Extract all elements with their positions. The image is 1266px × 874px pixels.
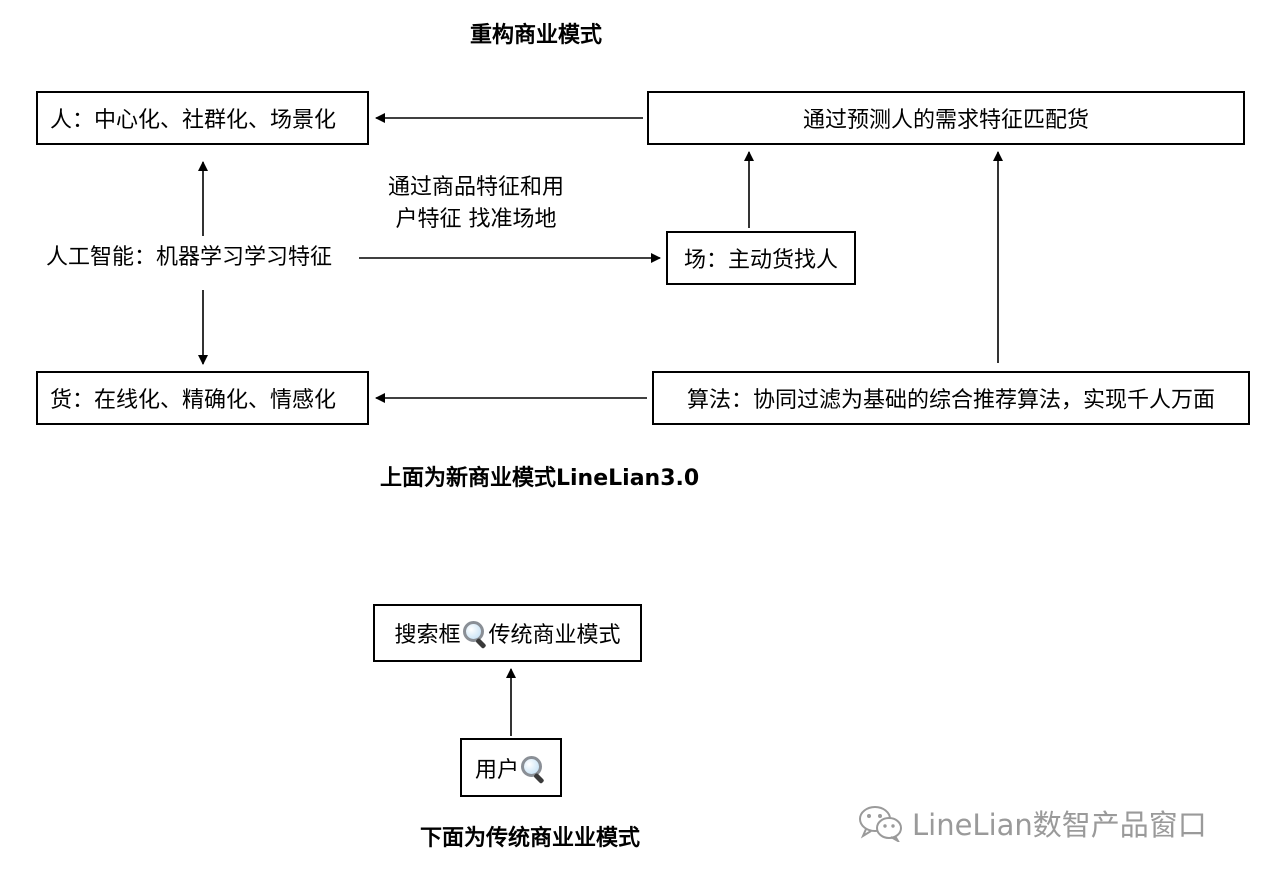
algorithm-node: 算法：协同过滤为基础的综合推荐算法，实现千人万面 — [652, 371, 1250, 425]
goods-node-label: 货：在线化、精确化、情感化 — [50, 388, 337, 413]
diagram-title: 重构商业模式 — [470, 23, 603, 48]
predict-node-label: 通过预测人的需求特征匹配货 — [802, 108, 1089, 133]
people-node: 人：中心化、社群化、场景化 — [36, 91, 369, 145]
watermark: LineLian数智产品窗口 — [858, 802, 1207, 844]
scene-node-label: 场：主动货找人 — [683, 248, 838, 273]
caption-new-model: 上面为新商业模式LineLian3.0 — [380, 466, 700, 491]
search-box-node: 搜索框 传统商业模式 — [373, 604, 642, 662]
scene-node: 场：主动货找人 — [666, 231, 856, 285]
people-node-label: 人：中心化、社群化、场景化 — [50, 108, 337, 133]
caption-traditional-model: 下面为传统商业业模式 — [420, 826, 641, 851]
magnifying-glass-icon — [520, 755, 546, 784]
user-node: 用户 — [460, 738, 562, 797]
predict-node: 通过预测人的需求特征匹配货 — [647, 91, 1245, 145]
search-box-suffix: 传统商业模式 — [488, 623, 621, 648]
goods-node: 货：在线化、精确化、情感化 — [36, 371, 369, 425]
edge-label-line-2: 户特征 找准场地 — [395, 207, 557, 232]
search-box-prefix: 搜索框 — [394, 623, 461, 648]
user-node-label: 用户 — [474, 757, 519, 783]
edge-label-line-1: 通过商品特征和用 — [387, 175, 564, 200]
wechat-icon — [859, 806, 902, 842]
magnifying-glass-icon — [462, 620, 488, 650]
algorithm-node-label: 算法：协同过滤为基础的综合推荐算法，实现千人万面 — [686, 388, 1215, 413]
watermark-text: LineLian数智产品窗口 — [912, 808, 1207, 842]
edge-label: 通过商品特征和用 户特征 找准场地 — [376, 172, 576, 236]
ai-node: 人工智能：机器学习学习特征 — [46, 245, 333, 270]
